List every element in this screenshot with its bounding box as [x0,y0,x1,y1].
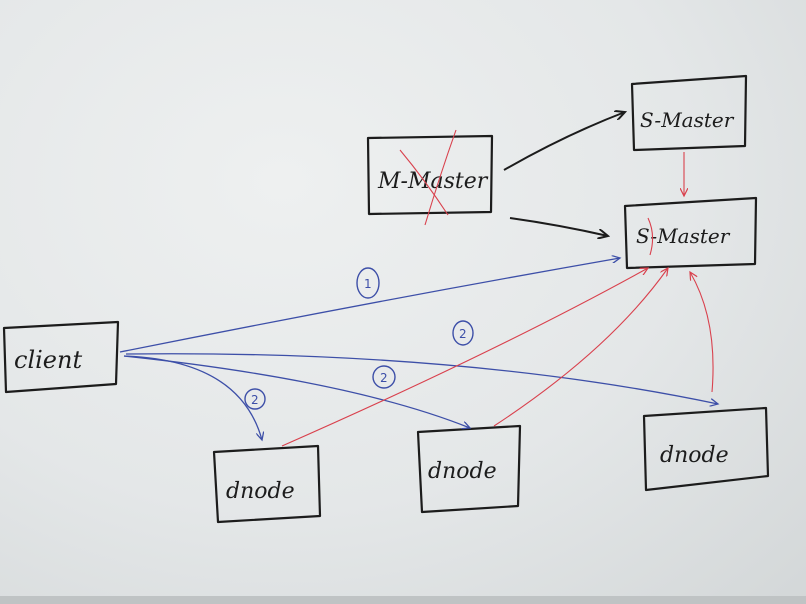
svg-text:2: 2 [380,371,388,385]
step-marker-1: 1 [356,267,380,299]
step-marker-2c: 2 [244,388,266,410]
m-master-label: M-Master [377,169,489,194]
arrow-dnode-3-to-s-master [690,272,714,393]
arrow-dnode-2-to-s-master [493,268,668,427]
step-marker-2a: 2 [452,320,474,346]
dnode-2-node: dnode [416,424,522,514]
svg-text:1: 1 [364,277,372,291]
client-label: client [14,346,82,374]
client-node: client [2,320,120,394]
m-master-cross-out [399,149,449,216]
svg-text:2: 2 [459,327,467,341]
arrow-client-to-dnode-3 [125,353,718,404]
m-master-node: M-Master [366,129,494,226]
s-master-main-node: S-Master [623,196,758,270]
arrow-dnode-1-to-s-master [281,268,648,447]
s-master-top-label: S-Master [640,108,735,132]
dnode-3-node: dnode [642,406,770,492]
dnode-1-node: dnode [212,444,322,524]
s-master-main-label: S-Master [636,224,731,248]
arrow-m-master-to-s-master-main [509,217,608,236]
svg-text:2: 2 [251,393,259,407]
arrow-client-to-dnode-2 [123,355,470,428]
step-marker-2b: 2 [372,365,396,389]
dnode-2-label: dnode [428,459,497,484]
dnode-1-label: dnode [226,479,295,504]
s-master-top-node: S-Master [630,74,748,152]
arrow-m-master-to-s-master-top [503,112,625,171]
board-bottom-edge [0,596,806,604]
dnode-3-label: dnode [660,443,729,468]
arrow-client-to-s-master [119,258,620,353]
arrow-client-to-dnode-1 [123,355,262,440]
